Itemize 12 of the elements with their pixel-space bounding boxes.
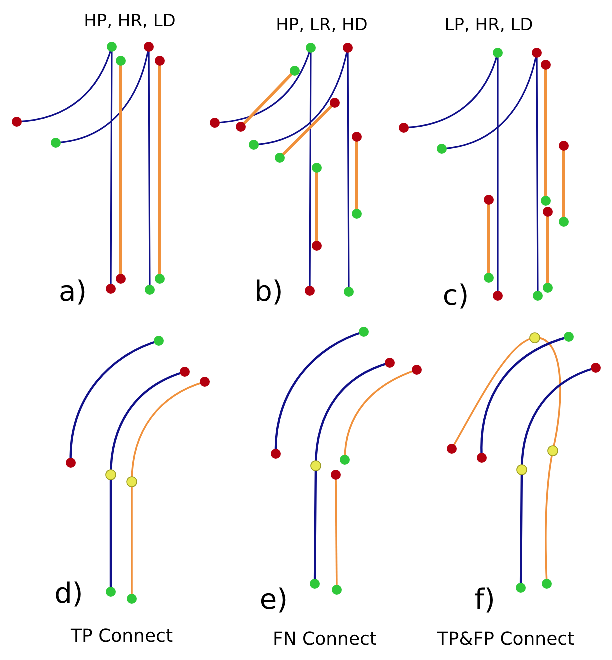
panel-title: HP, LR, HD [276, 18, 368, 34]
panel-letter: e) [260, 586, 288, 614]
panel-title: HP, HR, LD [84, 14, 176, 30]
panel-title: LP, HR, LD [444, 18, 534, 34]
panel-letter: d) [54, 580, 84, 608]
panel-letter: f) [474, 586, 496, 614]
caption: TP&FP Connect [437, 631, 575, 649]
caption: TP Connect [71, 628, 173, 646]
caption: FN Connect [273, 631, 377, 649]
panel-letter: b) [254, 278, 284, 306]
panel-letter: a) [58, 278, 88, 306]
panel-letter: c) [442, 282, 470, 310]
